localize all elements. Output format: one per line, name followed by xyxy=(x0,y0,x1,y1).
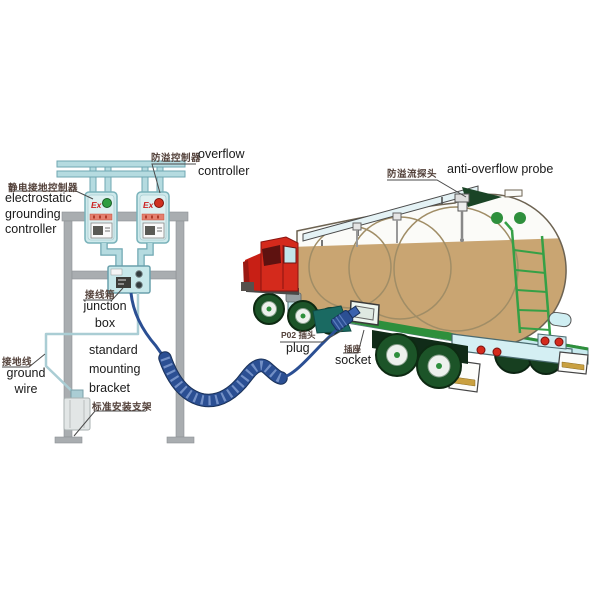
label-mounting-bracket-zh: 标准安装支架 xyxy=(92,402,153,413)
wheel xyxy=(416,343,462,389)
tail-light xyxy=(554,337,564,347)
overflow-controller-box: Ex xyxy=(136,191,170,244)
label-line: bracket xyxy=(89,381,130,395)
label-overflow-controller-zh: 防溢控制器 xyxy=(151,153,202,164)
ex-marking-left: Ex xyxy=(91,200,103,210)
door-window xyxy=(283,245,297,264)
label-plug-en: plug xyxy=(286,341,310,355)
tank-green-dot xyxy=(491,212,503,224)
label-plug-zh: P02 插头 xyxy=(281,330,316,340)
wheel xyxy=(375,333,419,377)
label-junction-box-zh: 接线箱 xyxy=(85,290,116,301)
label-ground-wire-zh: 接地线 xyxy=(2,357,33,368)
label-line: controller xyxy=(5,222,57,236)
label-overflow-controller-en: overflow controller xyxy=(198,146,249,179)
label-line: grounding xyxy=(5,206,61,221)
tank-green-dot xyxy=(514,212,526,224)
label-anti-overflow-probe-en: anti-overflow probe xyxy=(447,162,554,176)
grille xyxy=(243,260,250,289)
probe xyxy=(352,222,362,247)
windshield xyxy=(262,245,281,266)
label-line: controller xyxy=(198,163,250,178)
plug-connector xyxy=(330,305,361,331)
rear-cylinder xyxy=(548,311,572,328)
red-led xyxy=(154,198,164,208)
junction-box xyxy=(107,265,151,294)
label-line: wire xyxy=(14,381,38,396)
green-led xyxy=(102,198,112,208)
tail-light xyxy=(492,347,502,357)
leader-lines xyxy=(2,163,467,437)
label-anti-overflow-probe-zh: 防溢流探头 xyxy=(387,169,438,180)
label-line: standard xyxy=(89,343,138,357)
label-socket-zh: 插座 xyxy=(344,344,362,354)
label-socket-en: socket xyxy=(335,353,372,367)
label-junction-box-en: junction box xyxy=(74,298,136,332)
wheel xyxy=(253,293,285,325)
tail-light xyxy=(540,336,550,346)
anti-overflow-probe xyxy=(454,193,470,242)
ex-marking-right: Ex xyxy=(143,200,155,210)
label-grounding-controller-en: electrostatic grounding controller xyxy=(5,191,72,238)
label-line: overflow xyxy=(198,147,245,161)
front-bumper xyxy=(241,282,254,291)
label-ground-wire-en: ground wire xyxy=(0,366,52,397)
probe xyxy=(392,212,402,243)
label-line: junction xyxy=(83,299,127,313)
label-line: electrostatic xyxy=(5,191,72,205)
rear-bumper xyxy=(451,333,573,366)
label-line: ground xyxy=(6,366,46,380)
tank-trailer xyxy=(287,185,589,393)
label-line: box xyxy=(94,316,116,330)
label-line: mounting xyxy=(89,362,141,376)
label-grounding-controller-zh: 静电接地控制器 xyxy=(8,183,79,194)
tail-light xyxy=(476,345,486,355)
grounding-controller-box: Ex xyxy=(84,191,118,244)
controller-junction-pipes xyxy=(100,243,154,267)
mud-flap xyxy=(557,351,589,375)
label-mounting-bracket-en: standard mounting bracket xyxy=(89,341,140,398)
